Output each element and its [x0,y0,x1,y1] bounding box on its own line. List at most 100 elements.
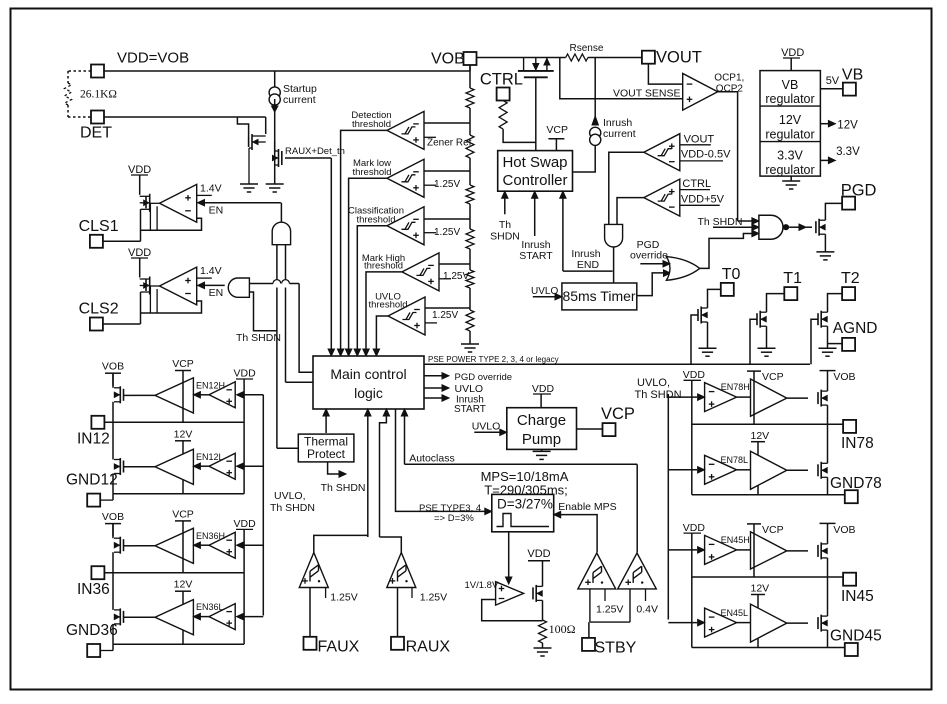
svg-text:override: override [630,250,668,262]
svg-text:threshold: threshold [368,300,407,311]
svg-text:EN: EN [209,287,224,299]
svg-text:regulator: regulator [765,92,814,106]
svg-text:Protect: Protect [307,447,346,461]
svg-text:OCP1,: OCP1, [714,73,744,84]
svg-text:current: current [283,94,316,106]
svg-text:CTRL: CTRL [682,178,711,190]
svg-text:3.3V: 3.3V [777,149,803,163]
svg-text:EN12H: EN12H [196,381,225,391]
svg-text:PGD: PGD [841,182,877,200]
svg-text:1.25V: 1.25V [432,310,458,321]
svg-text:VOB: VOB [833,371,855,383]
svg-text:5V: 5V [826,75,840,87]
svg-text:VOUT: VOUT [684,134,715,146]
svg-text:Pump: Pump [522,431,561,448]
svg-text:VB: VB [782,78,799,92]
svg-text:GND12: GND12 [66,471,118,488]
svg-text:Th SHDN: Th SHDN [236,332,281,344]
svg-text:1V/1.8V: 1V/1.8V [465,580,499,591]
svg-text:FAUX: FAUX [318,639,360,656]
svg-text:UVLO,: UVLO, [637,377,670,389]
svg-text:EN78L: EN78L [721,455,749,465]
svg-text:Inrush: Inrush [571,248,600,260]
svg-text:regulator: regulator [765,128,814,142]
svg-text:IN78: IN78 [841,435,874,452]
svg-text:Inrush: Inrush [603,117,632,129]
svg-text:VOB: VOB [431,51,465,68]
svg-text:Inrush: Inrush [456,395,484,406]
svg-text:CTRL: CTRL [480,71,523,89]
svg-text:Inrush: Inrush [521,239,550,251]
svg-text:85ms Timer: 85ms Timer [562,288,635,304]
svg-text:EN36L: EN36L [196,602,224,612]
svg-text:GND36: GND36 [66,622,118,639]
svg-text:IN12: IN12 [77,431,110,448]
svg-text:EN: EN [209,204,224,216]
svg-text:RAUX+Det_th: RAUX+Det_th [285,146,345,157]
svg-text:Thermal: Thermal [304,435,348,449]
svg-text:threshold: threshold [352,119,391,130]
svg-text:Zener Ref: Zener Ref [427,138,472,149]
svg-text:Detection: Detection [351,110,391,121]
svg-text:UVLO: UVLO [455,383,484,395]
svg-text:EN78H: EN78H [721,382,750,392]
svg-text:VCP: VCP [172,508,194,520]
svg-text:UVLO: UVLO [531,286,558,297]
svg-text:Rsense: Rsense [570,43,604,54]
svg-text:VCP: VCP [172,358,194,370]
svg-text:Th SHDN: Th SHDN [635,389,682,401]
svg-text:DET: DET [80,125,112,142]
svg-text:Main control: Main control [330,366,406,382]
svg-text:VCP: VCP [762,371,784,383]
svg-text:VOB: VOB [833,524,855,536]
svg-text:12V: 12V [174,428,193,440]
svg-text:T0: T0 [722,266,741,283]
svg-text:EN12L: EN12L [196,452,224,462]
svg-text:threshold: threshold [364,260,403,271]
svg-text:PGD override: PGD override [455,372,513,383]
svg-text:VDD: VDD [234,518,257,530]
svg-text:Mark High: Mark High [362,253,405,264]
svg-text:VDD: VDD [532,383,555,395]
svg-text:regulator: regulator [765,163,814,177]
svg-text:0.4V: 0.4V [636,603,658,615]
svg-text:Classification: Classification [348,205,404,216]
svg-text:CLS2: CLS2 [79,301,119,318]
svg-text:UVLO,: UVLO, [274,490,306,502]
svg-text:12V: 12V [751,583,770,595]
svg-text:T2: T2 [841,270,860,287]
svg-text:GND78: GND78 [830,475,882,492]
svg-text:1.25V: 1.25V [434,179,460,190]
svg-text:3.3V: 3.3V [836,146,860,158]
svg-text:26.1KΩ: 26.1KΩ [80,89,117,101]
svg-text:1.25V: 1.25V [330,592,357,604]
svg-text:CLS1: CLS1 [79,218,119,235]
svg-text:VOB: VOB [102,361,124,373]
svg-text:GND45: GND45 [830,628,882,645]
svg-text:VDD=VOB: VDD=VOB [117,50,189,67]
svg-text:current: current [603,128,636,140]
svg-text:VCP: VCP [546,124,568,136]
svg-text:Enable MPS: Enable MPS [558,501,616,513]
svg-text:PGD: PGD [637,239,660,251]
svg-text:1.4V: 1.4V [200,265,222,277]
svg-text:VDD: VDD [234,368,257,380]
svg-text:VDD: VDD [128,164,151,176]
svg-text:logic: logic [354,385,383,401]
svg-text:START: START [519,250,553,262]
svg-text:UVLO: UVLO [375,292,401,303]
svg-text:EN45H: EN45H [721,535,750,545]
svg-text:12V: 12V [174,579,193,591]
svg-text:Charge: Charge [517,412,566,429]
svg-text:VCP: VCP [762,524,784,536]
svg-text:VDD: VDD [128,247,151,259]
svg-text:Th SHDN: Th SHDN [698,216,743,228]
svg-text:VDD: VDD [781,47,804,59]
svg-text:Mark low: Mark low [353,158,391,169]
svg-text:Hot Swap: Hot Swap [502,154,567,171]
svg-text:VB: VB [842,67,863,84]
svg-text:Startup: Startup [283,83,317,95]
svg-text:PSE TYPE3, 4: PSE TYPE3, 4 [419,503,481,514]
svg-text:VOUT SENSE: VOUT SENSE [613,88,681,100]
svg-text:Autoclass: Autoclass [409,453,455,465]
